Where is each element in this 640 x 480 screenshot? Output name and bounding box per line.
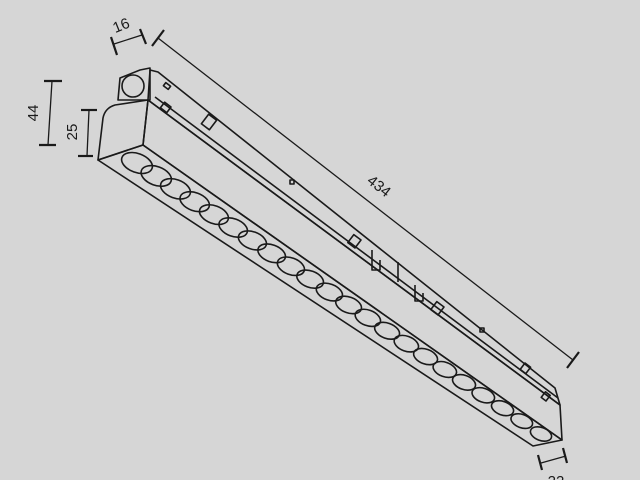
lens [354, 308, 382, 328]
lens [237, 230, 268, 251]
connector-hole [121, 74, 145, 98]
dimension-width-top-label: 16 [110, 15, 132, 37]
lens [510, 412, 534, 430]
dimension-body-height: 25 [64, 108, 97, 158]
front-end-face [97, 99, 149, 161]
dimension-total-height: 44 [25, 79, 62, 147]
lens [198, 203, 230, 226]
lens [393, 334, 420, 353]
lens-face [97, 144, 563, 447]
side-edge [154, 96, 559, 399]
lens [490, 399, 515, 417]
lens [373, 321, 401, 340]
dimension-length-label: 434 [364, 172, 394, 201]
mounting-slots [159, 81, 552, 402]
lens-row [120, 151, 553, 442]
lens [257, 243, 287, 264]
dimension-total-height-label: 44 [25, 105, 42, 122]
connector-block [117, 67, 151, 101]
fixture-body [97, 67, 563, 447]
lens [529, 426, 553, 442]
lens [120, 151, 154, 175]
lens [140, 164, 173, 188]
lens [471, 386, 496, 404]
lens [218, 217, 249, 239]
side-face [142, 99, 563, 441]
top-face [147, 69, 561, 406]
dimension-width-bottom-label: 22 [548, 473, 565, 480]
dimension-width-bottom: 22 [536, 447, 569, 480]
dimension-width-top: 16 [109, 15, 148, 56]
dimension-body-height-label: 25 [64, 124, 81, 141]
lens [412, 347, 439, 366]
lens [179, 190, 211, 213]
dimension-length: 434 [151, 29, 580, 369]
lens [451, 373, 477, 391]
lens [276, 256, 306, 277]
lens [432, 360, 458, 379]
lens [159, 177, 192, 200]
